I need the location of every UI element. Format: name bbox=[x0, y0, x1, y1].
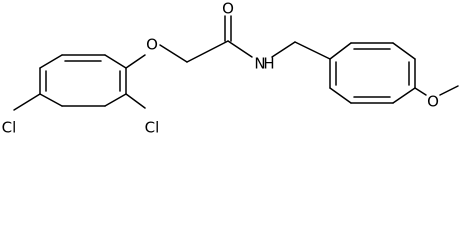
bond-ring1-8 bbox=[39, 93, 63, 107]
bond-ring2-2 bbox=[329, 87, 352, 104]
bond-ring1-2 bbox=[39, 54, 63, 69]
bond-ch2-ring bbox=[294, 41, 331, 60]
atom-label-n-amide: N bbox=[254, 55, 265, 73]
bond-ring2-o-methoxy bbox=[414, 87, 427, 96]
bond-c-o-ether bbox=[125, 54, 146, 69]
bond-c-cl-ortho bbox=[125, 93, 146, 109]
atom-label-cl-ortho: Cl bbox=[145, 119, 160, 137]
atom-label-o-carbonyl: O bbox=[222, 0, 234, 18]
atom-label-o-methoxy: O bbox=[427, 93, 439, 111]
atom-label-o-ether: O bbox=[146, 36, 158, 54]
atom-label-cl-para: Cl bbox=[2, 119, 17, 137]
bond-ch2-co bbox=[186, 40, 229, 63]
bond-ring1-6 bbox=[104, 93, 127, 107]
bond-c-cl-para bbox=[13, 93, 41, 111]
atom-label-h-amide: H bbox=[263, 55, 274, 73]
bond-o-ch2 bbox=[159, 44, 188, 63]
bond-ring2-4 bbox=[392, 87, 416, 104]
bond-ring2-8 bbox=[329, 42, 352, 60]
bond-n-ch2 bbox=[271, 41, 296, 58]
bond-o-ch3 bbox=[439, 85, 459, 96]
molecule-structure: Cl Cl O O N H O bbox=[2, 0, 459, 137]
bond-ring2-6 bbox=[392, 42, 416, 60]
bond-co-n bbox=[227, 40, 253, 58]
bond-lines bbox=[13, 15, 459, 111]
bond-ring1-4 bbox=[104, 54, 127, 69]
